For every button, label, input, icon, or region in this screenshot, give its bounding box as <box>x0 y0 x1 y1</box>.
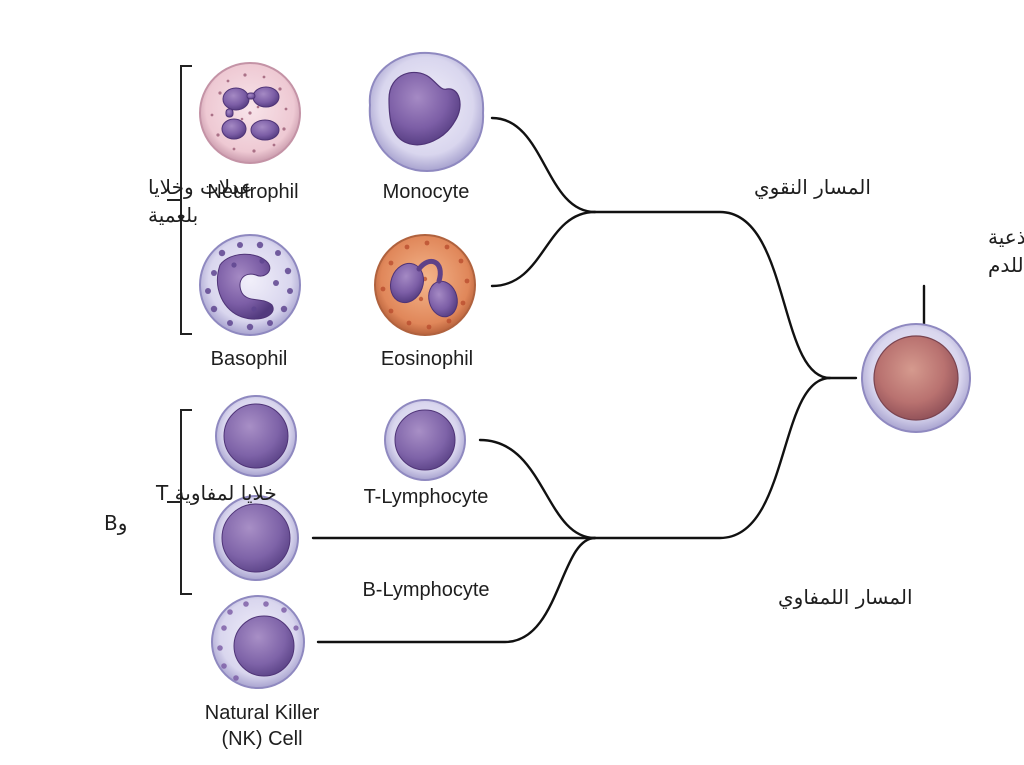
stem-cell-label-line1: خلية جذعية <box>988 225 1024 249</box>
myeloid-branch-line <box>593 210 858 380</box>
granulocyte-group-label-line2: بلعمية <box>148 203 198 227</box>
monocyte-cell <box>368 51 485 173</box>
nk-cell <box>211 595 305 689</box>
lymphoid-branch-line <box>593 376 832 540</box>
granulocyte-bracket <box>167 65 192 335</box>
neutrophil-label: Neutrophil <box>207 181 298 203</box>
lymphocyte-cell-1 <box>215 395 297 477</box>
t-lymphocyte-label: T-Lymphocyte <box>364 486 489 508</box>
eosinophil-cell <box>374 234 476 336</box>
lineage-lines <box>311 116 926 644</box>
lymphocyte-group-label-line2: وB <box>104 511 127 535</box>
b-lymphocyte-label: B-Lymphocyte <box>362 579 489 601</box>
myeloid-pathway-label: المسار النقوي <box>754 175 871 200</box>
granulocyte-group-label-line1: عدلات وخلايا <box>148 175 253 199</box>
basophil-cell <box>199 234 301 336</box>
lymphocyte-cell-2 <box>213 495 299 581</box>
t-lymphocyte-line <box>478 438 597 540</box>
eosinophil-line <box>490 210 597 288</box>
lymphocyte-bracket <box>167 409 192 595</box>
neutrophil-cell <box>199 62 301 164</box>
stem-cell-label-line2: مكوّنة للدم <box>988 253 1024 277</box>
stem-cell <box>861 323 971 433</box>
monocyte-line <box>490 116 597 214</box>
monocyte-label: Monocyte <box>383 181 470 203</box>
basophil-label: Basophil <box>211 348 288 370</box>
nk-cell-label-line2: (NK) Cell <box>221 728 302 750</box>
lymphocyte-group-label-line1: خلايا لمفاوية T <box>155 481 277 505</box>
nk-cell-line <box>316 536 597 644</box>
nk-cell-label-line1: Natural Killer <box>205 702 320 724</box>
t-lymphocyte-cell <box>384 399 466 481</box>
lymphoid-pathway-label: المسار اللمفاوي <box>778 585 913 610</box>
eosinophil-label: Eosinophil <box>381 348 473 370</box>
